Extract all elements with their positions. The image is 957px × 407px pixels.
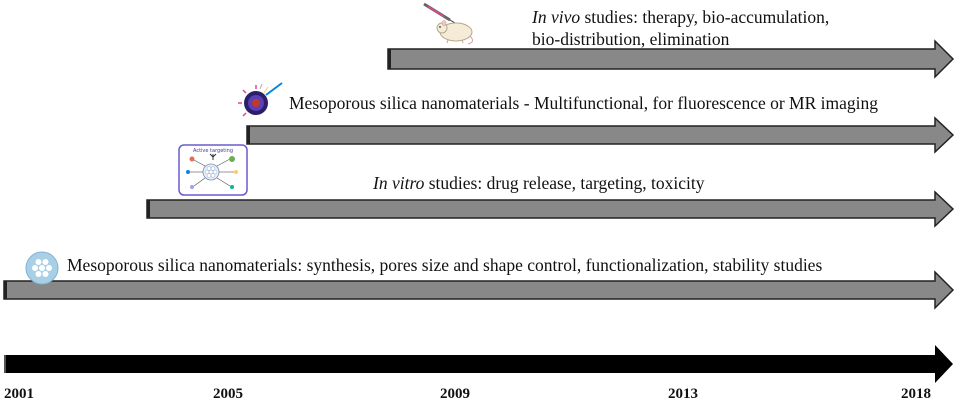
in-vivo-label: In vivo studies: therapy, bio-accumulati… — [532, 6, 829, 28]
synthesis-arrow — [3, 270, 955, 310]
multifunctional-arrow — [246, 116, 955, 154]
timeline-axis-arrow — [4, 345, 953, 383]
multifunctional-nanoparticle-icon — [238, 82, 283, 117]
synthesis-label: Mesoporous silica nanomaterials: synthes… — [67, 255, 823, 275]
svg-text:Active targeting: Active targeting — [193, 148, 233, 154]
year-2013: 2013 — [668, 386, 698, 402]
in-vitro-label: In vitro studies: drug release, targetin… — [373, 172, 704, 194]
multifunctional-label: Mesoporous silica nanomaterials - Multif… — [289, 93, 879, 113]
year-2005: 2005 — [213, 386, 243, 402]
in-vitro-arrow — [146, 190, 955, 228]
in-vivo-label-line2: bio-distribution, elimination — [532, 29, 730, 49]
in-vivo-italic: In vivo — [532, 7, 581, 27]
year-2018: 2018 — [901, 386, 931, 402]
in-vivo-arrow — [387, 39, 955, 79]
in-vitro-text: studies: drug release, targeting, toxici… — [424, 173, 705, 193]
year-2009: 2009 — [440, 386, 470, 402]
year-2001: 2001 — [4, 386, 34, 402]
in-vivo-text-line1: studies: therapy, bio-accumulation, — [580, 7, 830, 27]
mouse-injection-icon — [423, 2, 474, 45]
active-targeting-schematic-icon: Active targeting — [178, 144, 248, 196]
in-vitro-italic: In vitro — [373, 173, 425, 193]
mesoporous-particle-icon — [25, 251, 59, 285]
